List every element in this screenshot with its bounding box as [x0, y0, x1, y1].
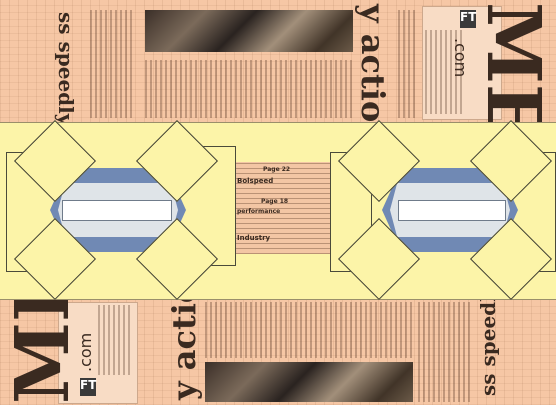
clipping-heading: Bolspeed — [237, 177, 273, 185]
clipping-heading: Page 18 — [261, 198, 288, 205]
newspaper-column — [98, 305, 130, 375]
clipping-heading: Page 22 — [263, 166, 290, 173]
newspaper-column — [145, 60, 353, 118]
newspaper-column — [398, 10, 416, 118]
newspaper-column — [90, 10, 135, 118]
ribbon-bar — [398, 200, 506, 221]
clipping-heading: Industry — [237, 234, 270, 242]
headline-text: ss speedly — [54, 12, 78, 125]
newspaper-photo — [145, 10, 353, 52]
newspaper-photo — [205, 362, 413, 402]
newspaper-column — [425, 30, 463, 114]
newspaper-column — [418, 302, 470, 402]
newspaper-column — [205, 302, 413, 358]
center-clipping: Page 22 Bolspeed Page 18 performance Ind… — [232, 162, 332, 254]
clipping-heading: performance — [237, 208, 280, 215]
ribbon-bar — [62, 200, 172, 221]
